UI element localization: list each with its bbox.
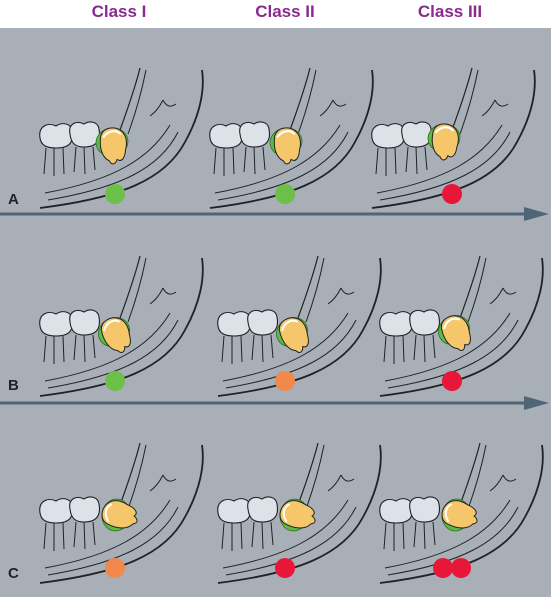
panel-b-class-3 [379,255,544,397]
risk-dot-a-2 [275,184,295,204]
risk-dot-a-1 [105,184,125,204]
arrow-row-a-to-b [0,207,549,221]
panel-b-class-2 [217,255,382,397]
risk-indicator-dots [105,184,471,578]
risk-dot-c-2 [275,558,295,578]
column-header-class-3: Class III [417,2,483,21]
row-label-a: A [8,191,19,208]
risk-dot-b-3 [442,371,462,391]
panel-grid [39,67,544,584]
risk-dot-a-3 [442,184,462,204]
row-label-c: C [8,565,19,582]
column-header-class-1: Class I [91,2,147,21]
panel-c-class-2 [217,442,382,584]
risk-dot-c-1 [105,558,125,578]
risk-dot-b-2 [275,371,295,391]
risk-dot-c-3-2 [451,558,471,578]
column-header-class-2: Class II [255,2,315,21]
arrow-row-b-to-c [0,396,549,410]
row-label-b: B [8,377,19,394]
risk-dot-b-1 [105,371,125,391]
risk-dot-c-3-1 [433,558,453,578]
